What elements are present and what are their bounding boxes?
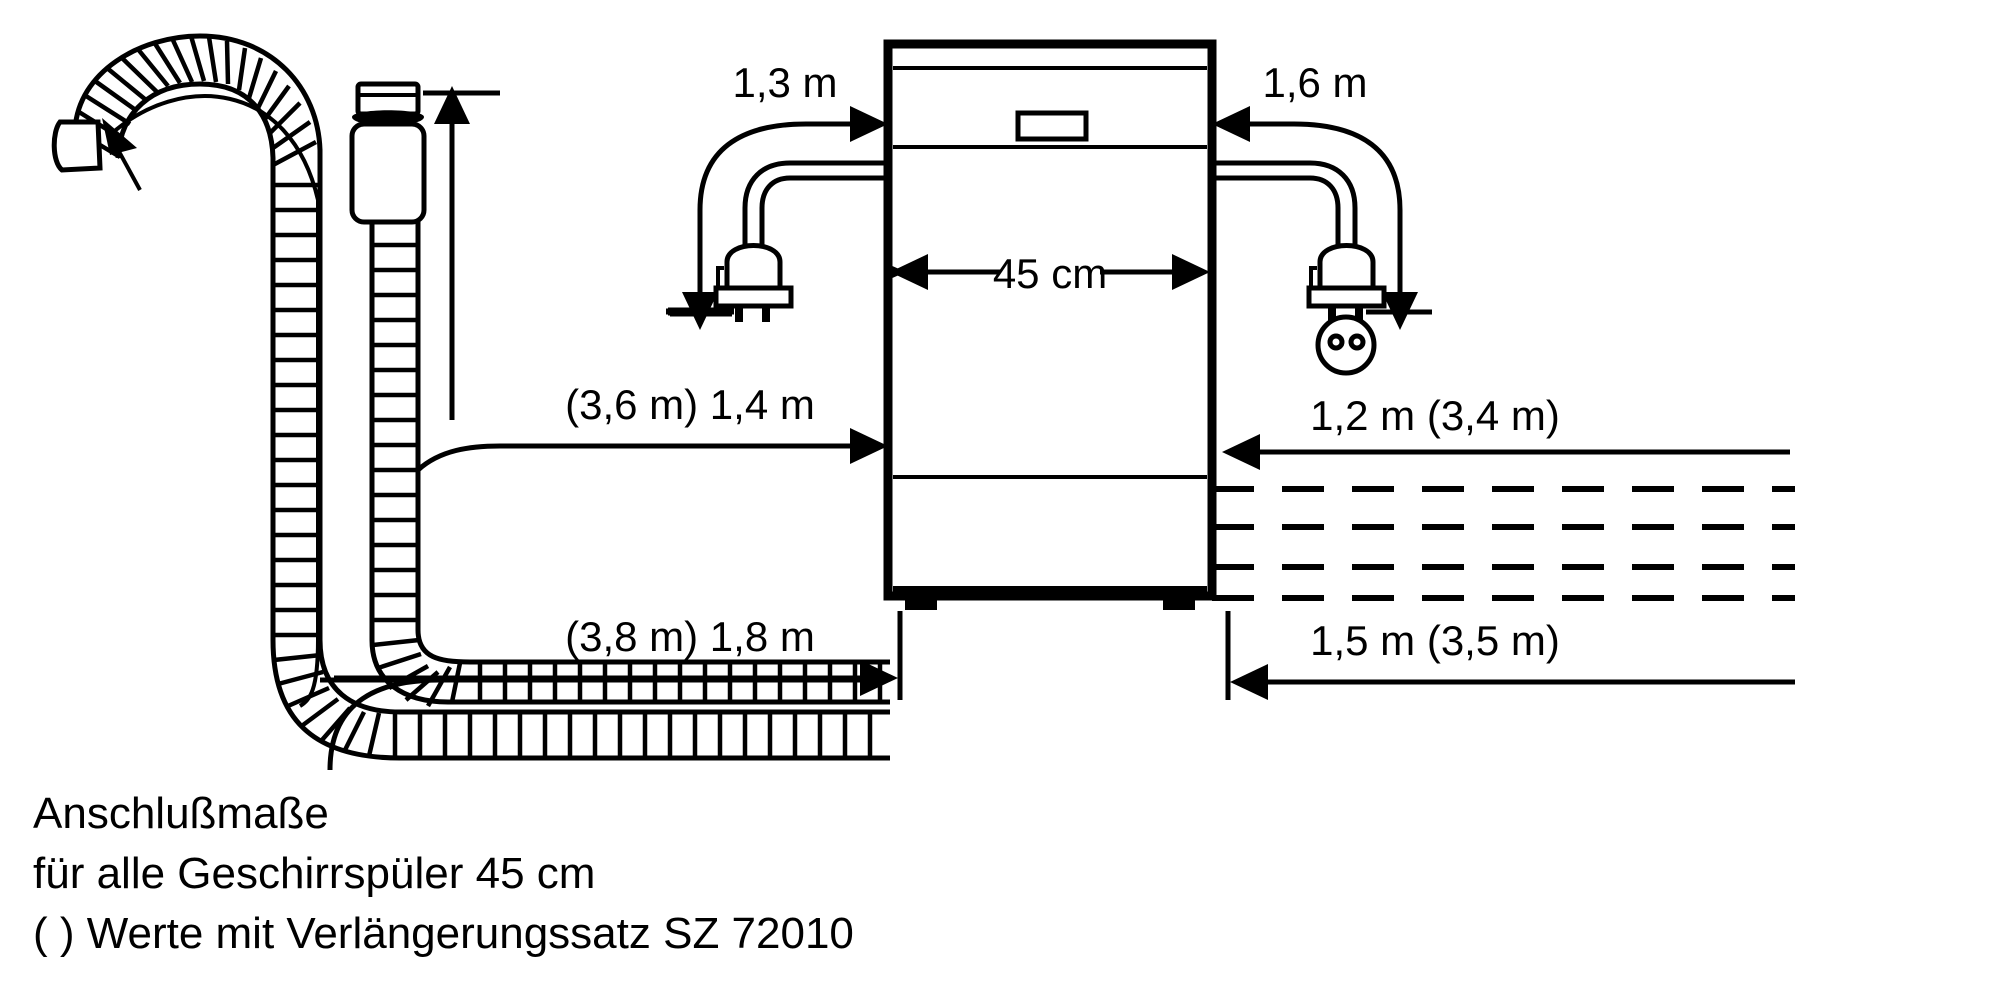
right-power-cord-label: 1,6 m xyxy=(1262,59,1367,106)
dishwasher-handle xyxy=(1015,110,1089,142)
dishwasher-plinth xyxy=(893,586,1207,596)
hose-direction-arrow xyxy=(102,94,320,708)
caption-line-1: Anschlußmaße xyxy=(33,789,329,838)
dishwasher-foot-left xyxy=(905,596,937,610)
plug-left-base xyxy=(713,285,794,309)
wall-socket-right xyxy=(1315,314,1377,376)
plug-left-pin-2 xyxy=(762,306,770,322)
power-cord-right xyxy=(1212,160,1387,322)
aquastop-valve xyxy=(349,81,427,225)
plug-right-base xyxy=(1306,285,1387,309)
right-upper-hose-label: 1,2 m (3,4 m) xyxy=(1310,392,1560,439)
left-power-cord-label: 1,3 m xyxy=(732,59,837,106)
caption-block: Anschlußmaße für alle Geschirrspüler 45 … xyxy=(33,789,854,958)
plug-left-pin-1 xyxy=(735,306,743,322)
drain-hose-left xyxy=(51,33,890,761)
plug-right-body xyxy=(1317,243,1376,299)
dimension-left-lower-hose: (3,8 m) 1,8 m xyxy=(320,611,1231,771)
left-lower-hose-label: (3,8 m) 1,8 m xyxy=(565,613,815,660)
power-cord-left xyxy=(713,160,888,322)
dimension-left-upper-hose: (3,6 m) 1,4 m xyxy=(416,381,888,472)
valve-height-arrow xyxy=(423,86,500,420)
dishwasher-body xyxy=(883,39,1217,610)
drain-hose-nozzle xyxy=(51,119,103,173)
caption-line-3: ( ) Werte mit Verlängerungssatz SZ 72010 xyxy=(33,909,854,958)
width-label: 45 cm xyxy=(993,250,1107,297)
hose-corrugation-left-vertical xyxy=(273,182,320,638)
plug-left-body xyxy=(724,243,783,299)
plug-right-pin-1 xyxy=(1328,306,1336,322)
left-upper-hose-label: (3,6 m) 1,4 m xyxy=(565,381,815,428)
dimension-left-power-cord: 1,3 m xyxy=(666,59,888,330)
caption-line-2: für alle Geschirrspüler 45 cm xyxy=(33,849,595,898)
dishwasher-foot-right xyxy=(1163,596,1195,610)
dimension-right-upper-hose: 1,2 m (3,4 m) xyxy=(1222,392,1790,470)
plug-right-pin-2 xyxy=(1355,306,1363,322)
hoses-right-dashed xyxy=(1212,486,1795,601)
dimension-right-power-cord: 1,6 m xyxy=(1212,59,1432,330)
dimension-right-lower-hose: 1,5 m (3,5 m) xyxy=(1230,617,1795,700)
hose-corrugation-left-horizontal xyxy=(392,712,873,758)
inlet-hose-corrugation xyxy=(372,242,418,623)
right-lower-hose-label: 1,5 m (3,5 m) xyxy=(1310,617,1560,664)
width-dimension: 45 cm xyxy=(890,250,1210,297)
